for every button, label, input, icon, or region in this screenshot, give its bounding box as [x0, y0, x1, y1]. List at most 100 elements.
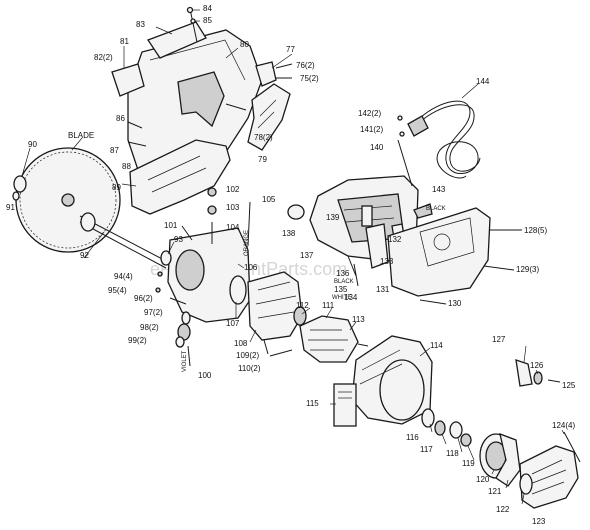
label-116: 116 [406, 433, 419, 442]
label-77: 77 [286, 45, 295, 54]
bearing-107 [229, 275, 247, 305]
label-88: 88 [122, 162, 131, 171]
screw-141 [399, 131, 405, 137]
knob-138 [287, 204, 305, 220]
label-103: 103 [226, 203, 240, 212]
screw-head-84 [186, 6, 194, 14]
label-143: 143 [432, 185, 446, 194]
screw-130 [419, 299, 447, 305]
label-126: 126 [530, 361, 544, 370]
part-117 [434, 420, 446, 436]
part-136 [347, 255, 357, 277]
label-102: 102 [226, 185, 240, 194]
field-assembly [247, 271, 303, 341]
label-132: 132 [388, 235, 402, 244]
label-137: 137 [300, 251, 314, 260]
part-122 [519, 473, 533, 495]
label-120: 120 [476, 475, 490, 484]
switch-139 [361, 205, 373, 227]
lower-blade-guard [129, 139, 231, 215]
label-142: 142(2) [358, 109, 381, 118]
part-93 [160, 250, 172, 266]
label-98: 98(2) [140, 323, 159, 332]
label-75: 75(2) [300, 74, 319, 83]
screw-109 [263, 339, 269, 355]
label-94: 94(4) [114, 272, 133, 281]
label-112: 112 [296, 301, 309, 310]
part-118 [449, 421, 463, 439]
blade-hub [61, 193, 75, 207]
label-117: 117 [420, 445, 433, 454]
part-119 [460, 433, 472, 447]
label-133: 133 [380, 257, 394, 266]
label-99: 99(2) [128, 336, 147, 345]
label-136: 136 [336, 269, 350, 278]
screw-78 [225, 103, 247, 111]
label-106: 106 [244, 263, 258, 272]
label-84: 84 [203, 4, 212, 13]
label-96: 96(2) [134, 294, 153, 303]
label-101: 101 [164, 221, 178, 230]
cord-plug [407, 115, 429, 137]
part-101 [181, 225, 193, 241]
part-143 [413, 203, 433, 219]
label-80: 80 [240, 40, 249, 49]
power-cord [419, 100, 479, 179]
part-125 [547, 379, 561, 383]
label-139: 139 [326, 213, 340, 222]
part-96 [169, 297, 187, 305]
label-90: 90 [28, 140, 37, 149]
label-91: 91 [6, 203, 15, 212]
label-130: 130 [448, 299, 462, 308]
screw-84 [189, 8, 198, 43]
screw-87 [127, 141, 147, 147]
label-100: 100 [198, 371, 212, 380]
label-144: 144 [476, 77, 490, 86]
label-138: 138 [282, 229, 296, 238]
label-129: 129(3) [516, 265, 539, 274]
label-141: 141(2) [360, 125, 383, 134]
label-111: 111 [322, 301, 335, 310]
part-99 [175, 336, 185, 348]
label-black-1: BLACK [426, 206, 446, 212]
label-95: 95(4) [108, 286, 127, 295]
label-blade: BLADE [68, 131, 94, 140]
screw-76 [275, 63, 293, 69]
label-127: 127 [492, 335, 506, 344]
label-79: 79 [258, 155, 267, 164]
label-124: 124(4) [552, 421, 575, 430]
label-123: 123 [532, 517, 546, 526]
label-121: 121 [488, 487, 502, 496]
part-97 [181, 311, 191, 325]
label-125: 125 [562, 381, 576, 390]
guard-top-plate [147, 21, 207, 59]
armature [299, 315, 359, 363]
label-white: WHITE [332, 295, 351, 301]
label-110: 110(2) [238, 364, 261, 373]
nut-91 [12, 191, 20, 201]
part-134 [353, 263, 359, 287]
label-107: 107 [226, 319, 240, 328]
part-116 [421, 408, 435, 428]
screw-129 [483, 265, 515, 271]
part-102 [207, 187, 217, 197]
label-122: 122 [496, 505, 510, 514]
label-115: 115 [306, 399, 319, 408]
part-133 [365, 223, 389, 269]
label-93: 93 [174, 235, 183, 244]
arbor-collar [80, 212, 96, 232]
screw-124 [563, 431, 581, 463]
screw-110 [269, 349, 293, 357]
part-121 [495, 432, 521, 487]
label-114: 114 [430, 341, 443, 350]
label-85: 85 [203, 16, 212, 25]
label-118: 118 [446, 449, 459, 458]
label-131: 131 [376, 285, 390, 294]
label-119: 119 [462, 459, 475, 468]
label-104: 104 [226, 223, 240, 232]
washer-90 [13, 175, 27, 193]
part-103 [207, 205, 217, 215]
label-76: 76(2) [296, 61, 315, 70]
screw-86 [127, 121, 143, 129]
